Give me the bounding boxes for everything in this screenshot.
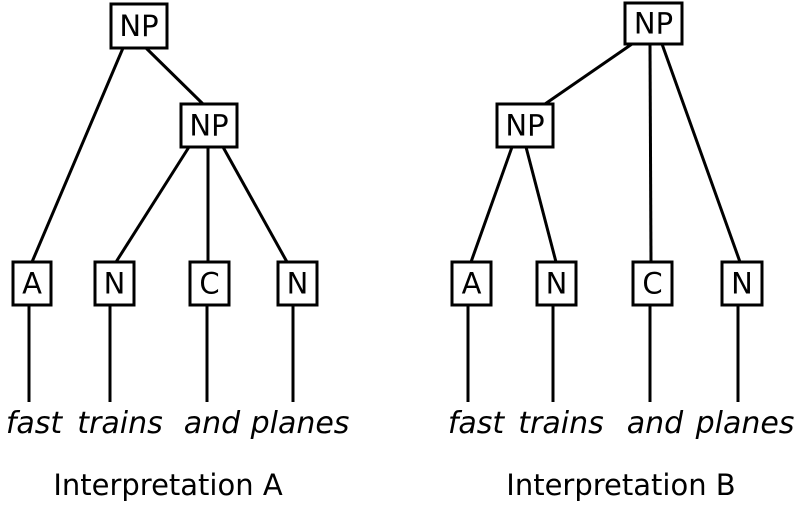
tree-A-edge-NP-inner-to-N-planes xyxy=(221,146,289,263)
tree-B-node-label-leaf-fast: A xyxy=(462,267,482,301)
tree-B-word-trains: trains xyxy=(518,406,603,441)
tree-A-node-box-inner xyxy=(179,102,239,149)
tree-B-edge-NP-inner-to-N-trains xyxy=(524,146,558,263)
caption-interpretation-B: Interpretation B xyxy=(506,468,735,502)
tree-B-node-label-inner: NP xyxy=(505,109,544,143)
tree-B-node-box-leaf-planes xyxy=(720,260,764,307)
tree-A-word-fast: fast xyxy=(6,406,64,441)
tree-A-node-label-leaf-fast: A xyxy=(22,267,42,301)
tree-interpretation-B: fast trains and planes NP NP A N C N Interpretatio… xyxy=(448,1,795,502)
tree-interpretation-A: fast trains and planes NP NP A N C N Interpretatio… xyxy=(6,2,350,502)
tree-B-edge-NP-inner-to-A-fast xyxy=(469,146,514,263)
tree-A-word-planes: planes xyxy=(250,406,350,441)
tree-B-node-label-leaf-trains: N xyxy=(546,267,568,301)
tree-A-node-label-root: NP xyxy=(119,9,158,43)
tree-B-edge-NP-root-to-NP-inner xyxy=(544,42,633,106)
tree-B-node-box-inner xyxy=(495,102,555,149)
tree-A-node-box-root xyxy=(109,2,169,50)
tree-A-word-trains: trains xyxy=(77,406,162,441)
tree-A-node-label-leaf-planes: N xyxy=(287,267,309,301)
tree-A-node-box-leaf-fast xyxy=(11,260,53,307)
tree-B-word-and: and xyxy=(627,406,684,441)
tree-A-word-and: and xyxy=(184,406,241,441)
tree-A-edge-NP-root-to-A-fast xyxy=(30,47,125,263)
tree-B-node-label-root: NP xyxy=(634,7,673,41)
tree-B-node-label-leaf-and: C xyxy=(642,267,662,301)
tree-B-node-box-leaf-fast xyxy=(450,260,493,307)
tree-A-node-label-leaf-and: C xyxy=(199,267,219,301)
tree-B-edge-NP-root-to-C-and xyxy=(648,43,653,263)
tree-B-node-box-root xyxy=(623,1,684,46)
tree-A-node-box-leaf-planes xyxy=(276,260,319,307)
tree-A-node-box-leaf-and xyxy=(188,260,231,307)
tree-B-word-fast: fast xyxy=(448,406,506,441)
tree-A-node-box-leaf-trains xyxy=(93,260,136,307)
tree-B-edge-NP-root-to-N-planes xyxy=(660,43,742,263)
tree-B-node-label-leaf-planes: N xyxy=(731,267,753,301)
caption-interpretation-A: Interpretation A xyxy=(53,468,283,502)
tree-B-node-box-leaf-and xyxy=(631,260,674,307)
tree-B-node-box-leaf-trains xyxy=(535,260,578,307)
tree-A-node-label-inner: NP xyxy=(189,109,228,143)
tree-A-node-label-leaf-trains: N xyxy=(104,267,126,301)
tree-A-edge-NP-inner-to-N-trains xyxy=(114,146,191,263)
tree-A-edge-NP-root-to-NP-inner xyxy=(144,46,205,106)
tree-B-word-planes: planes xyxy=(695,406,795,441)
